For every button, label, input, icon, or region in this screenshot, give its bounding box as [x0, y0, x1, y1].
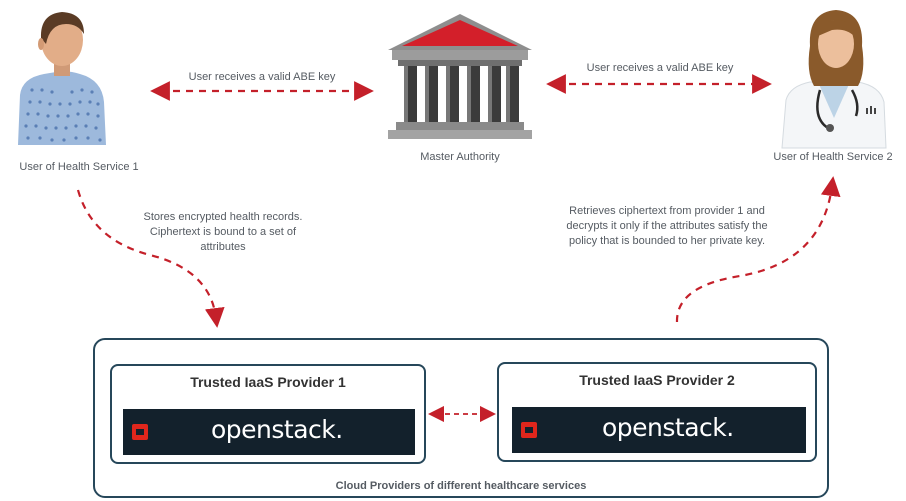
store-text-line-2: Ciphertext is bound to a set of: [149, 226, 297, 238]
patient-icon: [18, 12, 106, 145]
arrow-user1-to-cloud: [76, 189, 225, 328]
edge-label-retrieve-ciphertext: Retrieves ciphertext from provider 1 and…: [532, 204, 802, 249]
provider-2-box: Trusted IaaS Provider 2 openstack.: [497, 362, 817, 462]
store-text-line-3: attributes: [200, 241, 246, 253]
edge-label-user1-authority: User receives a valid ABE key: [188, 71, 336, 83]
openstack-logo-2: openstack.: [512, 407, 806, 453]
master-authority-label: Master Authority: [420, 151, 500, 163]
provider-2-title: Trusted IaaS Provider 2: [579, 372, 735, 388]
user2-label: User of Health Service 2: [773, 151, 893, 163]
provider-1-box: Trusted IaaS Provider 1 openstack.: [110, 364, 426, 464]
edge-label-authority-user2: User receives a valid ABE key: [586, 62, 734, 74]
provider-1-title: Trusted IaaS Provider 1: [190, 374, 346, 390]
edge-label-store-records: Stores encrypted health records. Ciphert…: [108, 210, 338, 255]
user1-label: User of Health Service 1: [19, 161, 139, 173]
openstack-wordmark-1: openstack.: [211, 415, 343, 444]
openstack-mark-icon: [132, 424, 148, 440]
retrieve-text-line-1: Retrieves ciphertext from provider 1 and: [569, 205, 765, 217]
retrieve-text-line-2: decrypts it only if the attributes satis…: [566, 220, 768, 232]
openstack-logo-1: openstack.: [123, 409, 415, 455]
openstack-wordmark-2: openstack.: [602, 413, 734, 442]
arrow-cloud-to-user2: [675, 176, 841, 323]
cloud-providers-label: Cloud Providers of different healthcare …: [335, 480, 587, 492]
bank-building-icon: [388, 14, 532, 139]
cloud-providers-container: [93, 338, 829, 498]
openstack-mark-icon: [521, 422, 537, 438]
retrieve-text-line-3: policy that is bounded to her private ke…: [568, 235, 766, 247]
doctor-icon: [781, 10, 887, 149]
store-text-line-1: Stores encrypted health records.: [143, 211, 303, 223]
